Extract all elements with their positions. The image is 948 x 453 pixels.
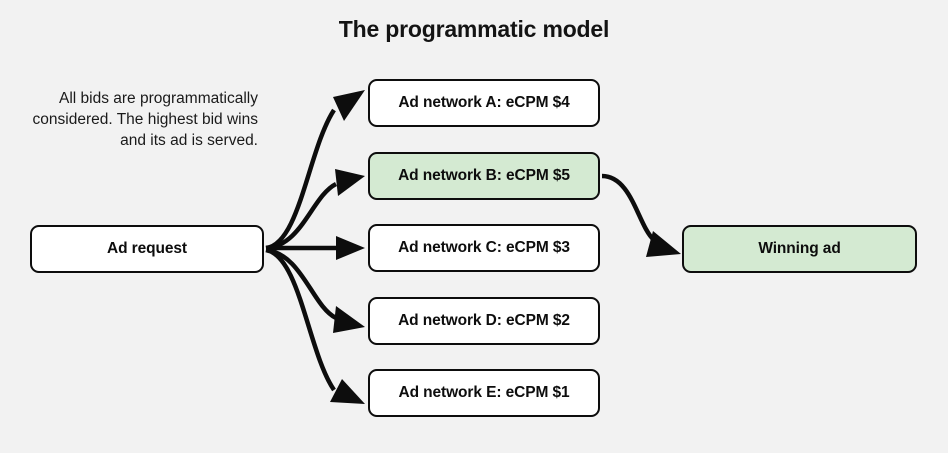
node-ad-network-e-label: Ad network E: eCPM $1: [398, 384, 570, 401]
edge-ad-request-to-network-e: [265, 247, 365, 404]
node-ad-network-a-label: Ad network A: eCPM $4: [398, 94, 570, 111]
edge-ad-request-to-network-b: [265, 169, 365, 251]
node-ad-network-d-label: Ad network D: eCPM $2: [398, 312, 570, 329]
edge-network-b-to-winning-ad: [601, 173, 681, 257]
edge-ad-request-to-network-d: [265, 247, 365, 333]
node-ad-request-label: Ad request: [107, 240, 187, 257]
node-ad-network-d[interactable]: Ad network D: eCPM $2: [368, 297, 600, 345]
node-ad-network-b-label: Ad network B: eCPM $5: [398, 167, 570, 184]
edge-ad-request-to-network-c: [266, 236, 365, 260]
node-ad-network-c-label: Ad network C: eCPM $3: [398, 239, 570, 256]
node-ad-network-b[interactable]: Ad network B: eCPM $5: [368, 152, 600, 200]
page-title: The programmatic model: [338, 16, 610, 42]
node-ad-network-a[interactable]: Ad network A: eCPM $4: [368, 79, 600, 127]
node-ad-network-c[interactable]: Ad network C: eCPM $3: [368, 224, 600, 272]
node-ad-request[interactable]: Ad request: [30, 225, 264, 273]
node-winning-ad[interactable]: Winning ad: [682, 225, 917, 273]
explanatory-note: All bids are programmatically considered…: [32, 90, 258, 149]
edge-ad-request-to-network-a: [265, 90, 365, 251]
node-ad-network-e[interactable]: Ad network E: eCPM $1: [368, 369, 600, 417]
node-winning-ad-label: Winning ad: [758, 240, 841, 257]
